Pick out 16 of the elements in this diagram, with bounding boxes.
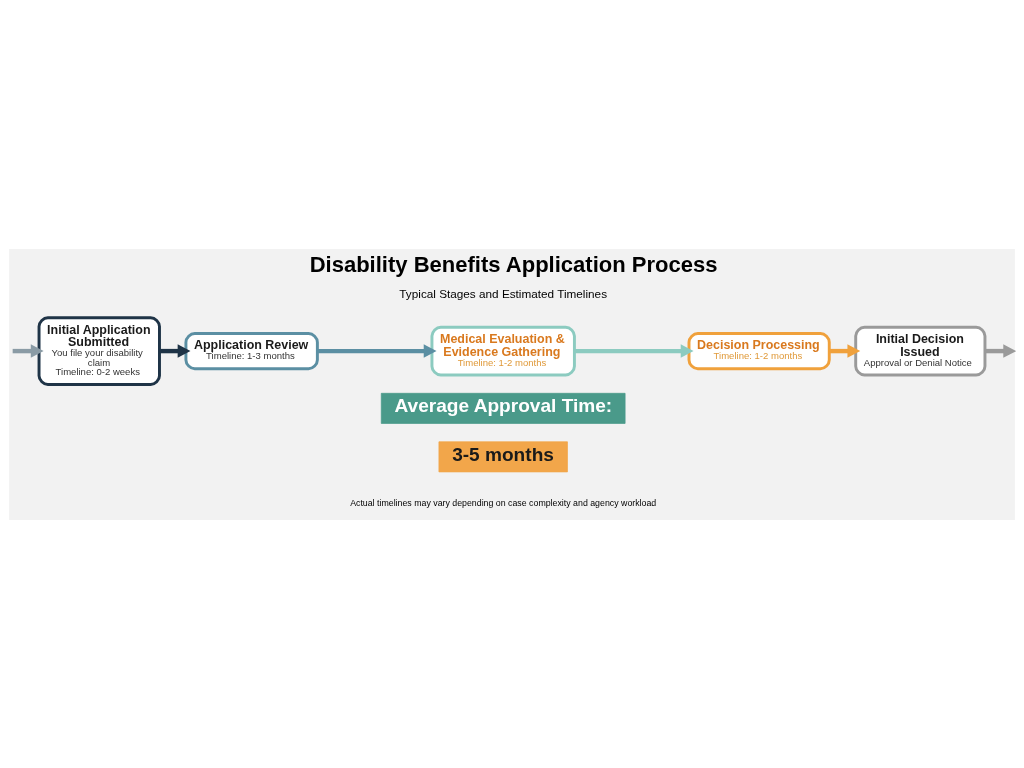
label: Actual timelines may vary depending on case complexity and agency workload: [350, 497, 657, 508]
node-box: Average Approval Time:: [380, 392, 626, 424]
arrow: [574, 343, 694, 358]
node-box: Medical Evaluation & Evidence Gathering Timeline: 1-2 months: [430, 325, 576, 376]
arrow: [12, 343, 44, 358]
arrow: [317, 343, 437, 358]
node-box: Application Review Timeline: 1-3 months: [184, 331, 319, 370]
node-box: Initial Decision Issued Approval or Denial Notice: [854, 325, 987, 376]
node-box: 3-5 months: [438, 440, 568, 472]
arrow: [985, 343, 1016, 358]
node-box: Initial Application Submitted You file your disability claim Timeline: 0-2 weeks: [37, 315, 161, 386]
arrow: [159, 343, 191, 358]
arrow: [829, 343, 861, 358]
diagram-title: Disability Benefits Application Process: [309, 251, 718, 277]
label: Typical Stages and Estimated Timelines: [399, 286, 608, 300]
node-box: Decision Processing Timeline: 1-2 months: [687, 331, 831, 370]
